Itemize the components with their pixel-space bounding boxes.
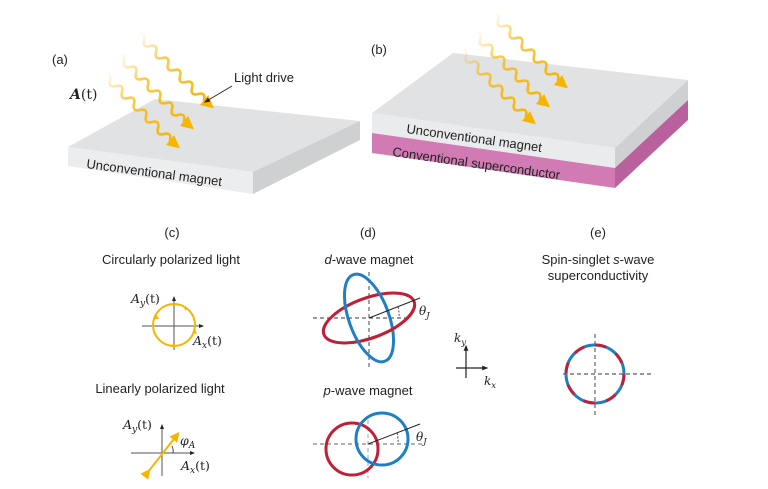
k-axes-legend: ky kx (454, 331, 496, 391)
panel-c-label: (c) (164, 225, 179, 240)
ax-label: Ax(t) (192, 333, 222, 351)
light-wave (102, 72, 180, 149)
linear-polarization-diagram: Ay(t) φA Ax(t) (122, 417, 210, 480)
theta-angle-arc (397, 306, 400, 319)
panel-b: (b) Unconventional magnet Conventional s… (371, 12, 688, 188)
heterostructure-slab-b (372, 53, 688, 188)
slab-top-face (68, 99, 360, 172)
rotation-arrow (184, 306, 188, 311)
spin-up-overlap (321, 291, 417, 345)
rotation-arrow (192, 329, 197, 334)
theta-label: θJ (416, 430, 427, 447)
slab-side-face (253, 121, 360, 194)
light-waves-a (102, 32, 214, 149)
panel-d-label: (d) (360, 225, 376, 240)
theta-direction-line (367, 423, 421, 445)
ay-label: Ay(t) (122, 417, 152, 435)
phi-label: φA (180, 433, 196, 451)
magnet-top-face (372, 53, 688, 148)
theta-direction-line (368, 297, 421, 319)
magnet-side-face (615, 80, 688, 168)
swave-fermi-surface (563, 334, 652, 417)
pwave-title: p-wave magnet (323, 383, 413, 398)
light-wave (116, 53, 194, 130)
swave-title-line1: Spin-singlet s-wave (542, 252, 655, 267)
swave-title-line2: superconductivity (548, 268, 649, 283)
superconductor-front-face (372, 133, 615, 188)
dwave-fermi-surface: θJ (313, 272, 430, 370)
panel-a: (a) Unconventional magnet A(t) Light dri… (52, 32, 360, 194)
light-drive-pointer (203, 85, 233, 103)
circular-polarization-diagram: Ay(t) Ax(t) (130, 291, 222, 351)
spin-up-fermi-surface (564, 343, 626, 405)
light-wave (458, 48, 536, 125)
ax-label: Ax(t) (180, 458, 210, 476)
panel-d: (d) d-wave magnet θJ p-wave magnet θJ (313, 225, 430, 478)
light-wave (490, 12, 568, 89)
light-drive-label: Light drive (234, 70, 294, 85)
dwave-title: d-wave magnet (325, 252, 414, 267)
linear-polarization-title: Linearly polarized light (95, 381, 225, 396)
spin-down-fermi-surface (354, 411, 410, 467)
panel-b-label: (b) (371, 42, 387, 57)
ky-label: ky (454, 331, 466, 348)
phi-angle-arc (171, 445, 174, 454)
circular-polarization-title: Circularly polarized light (102, 252, 240, 267)
magnet-front-face (372, 113, 615, 168)
panel-a-label: (a) (52, 52, 68, 67)
rotation-arrow (153, 314, 159, 319)
theta-label: θJ (419, 304, 430, 321)
rotation-arrow (170, 343, 175, 348)
magnet-slab-a (68, 99, 360, 194)
theta-angle-arc (396, 432, 399, 445)
panel-e: (e) Spin-singlet s-wave superconductivit… (542, 225, 655, 417)
kx-label: kx (484, 374, 496, 391)
ay-label: Ay(t) (130, 291, 160, 309)
light-waves-b (458, 12, 568, 125)
slab-front-face (68, 147, 253, 194)
light-wave (472, 31, 550, 108)
pwave-fermi-surface: θJ (313, 411, 427, 478)
panel-e-label: (e) (590, 225, 606, 240)
spin-up-fermi-surface (324, 421, 380, 477)
light-wave (136, 32, 214, 109)
linear-polarization-vector (140, 431, 180, 480)
vector-potential-label: A(t) (68, 87, 97, 103)
panel-c: (c) Circularly polarized light Ay(t) Ax(… (95, 225, 240, 480)
superconductor-side-face (615, 100, 688, 188)
